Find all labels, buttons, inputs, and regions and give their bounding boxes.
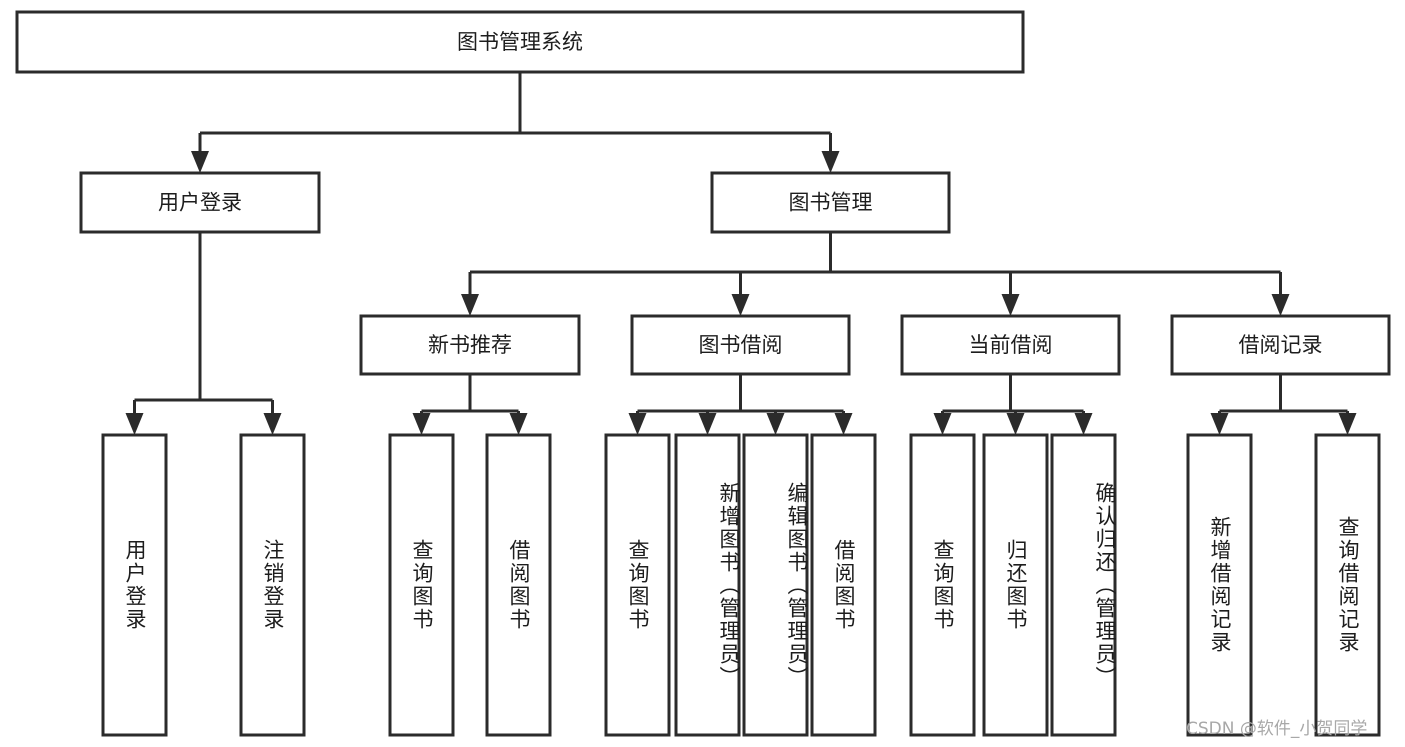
node-label: 用户登录 (158, 191, 242, 215)
node-leaf-return-book[interactable] (982, 433, 1049, 737)
arrow-head-icon (125, 413, 144, 435)
node-leaf-query-book-new[interactable] (388, 433, 455, 737)
node-box-rect (1314, 433, 1381, 737)
node-box-rect (1170, 314, 1391, 376)
node-new-book-recommend[interactable]: 新书推荐 (359, 314, 581, 376)
node-box-rect (810, 433, 877, 737)
arrow-head-icon (1001, 294, 1020, 316)
arrow-head-icon (834, 413, 853, 435)
arrow-head-icon (1338, 413, 1357, 435)
arrow-head-icon (1006, 413, 1025, 435)
node-box-rect (900, 314, 1121, 376)
node-box-rect (1050, 433, 1117, 737)
node-box-rect (359, 314, 581, 376)
node-leaf-add-book[interactable] (674, 433, 741, 737)
arrow-head-icon (461, 294, 479, 316)
node-label: 图书借阅 (699, 333, 783, 357)
csdn-watermark: CSDN @软件_小贺同学 (1186, 719, 1368, 739)
node-borrow-record[interactable]: 借阅记录 (1170, 314, 1391, 376)
arrow-head-icon (731, 294, 750, 316)
node-leaf-logout[interactable] (239, 433, 306, 737)
node-box-rect (101, 433, 168, 737)
node-box-rect (239, 433, 306, 737)
node-box-rect (15, 10, 1025, 74)
arrow-head-icon (263, 413, 282, 435)
node-user-login[interactable]: 用户登录 (79, 171, 321, 234)
arrow-head-icon (766, 413, 785, 435)
node-leaf-query-book-borrow[interactable] (604, 433, 671, 737)
node-leaf-borrow-book-new[interactable] (485, 433, 552, 737)
node-leaf-confirm-return[interactable] (1050, 433, 1117, 737)
node-label: 新书推荐 (428, 333, 512, 357)
node-label: 图书管理系统 (457, 30, 583, 54)
node-current-borrow[interactable]: 当前借阅 (900, 314, 1121, 376)
node-leaf-query-record[interactable] (1314, 433, 1381, 737)
node-label: 当前借阅 (969, 333, 1053, 357)
node-leaf-query-book-cur[interactable] (909, 433, 976, 737)
node-book-borrow[interactable]: 图书借阅 (630, 314, 851, 376)
node-box-rect (79, 171, 321, 234)
node-box-rect (1186, 433, 1253, 737)
arrow-head-icon (933, 413, 952, 435)
node-box-rect (710, 171, 951, 234)
connector-layer (125, 72, 1357, 435)
node-label: 借阅记录 (1239, 333, 1323, 357)
node-leaf-borrow-book[interactable] (810, 433, 877, 737)
node-box-rect (485, 433, 552, 737)
arrow-head-icon (191, 151, 209, 173)
node-box-rect (604, 433, 671, 737)
node-leaf-user-login[interactable] (101, 433, 168, 737)
arrow-head-icon (1074, 413, 1093, 435)
node-book-manage[interactable]: 图书管理 (710, 171, 951, 234)
arrow-head-icon (698, 413, 717, 435)
node-leaf-add-record[interactable] (1186, 433, 1253, 737)
node-box-rect (982, 433, 1049, 737)
node-box-rect (674, 433, 741, 737)
node-leaf-edit-book[interactable] (742, 433, 809, 737)
node-box-rect (742, 433, 809, 737)
arrow-head-icon (1210, 413, 1229, 435)
node-label: 图书管理 (789, 191, 873, 215)
node-box-rect (909, 433, 976, 737)
node-box-rect (630, 314, 851, 376)
node-root-system[interactable]: 图书管理系统 (15, 10, 1025, 74)
node-box-rect (388, 433, 455, 737)
arrow-head-icon (1271, 294, 1290, 316)
arrow-head-icon (821, 151, 840, 173)
arrow-head-icon (412, 413, 431, 435)
arrow-head-icon (628, 413, 647, 435)
arrow-head-icon (509, 413, 528, 435)
